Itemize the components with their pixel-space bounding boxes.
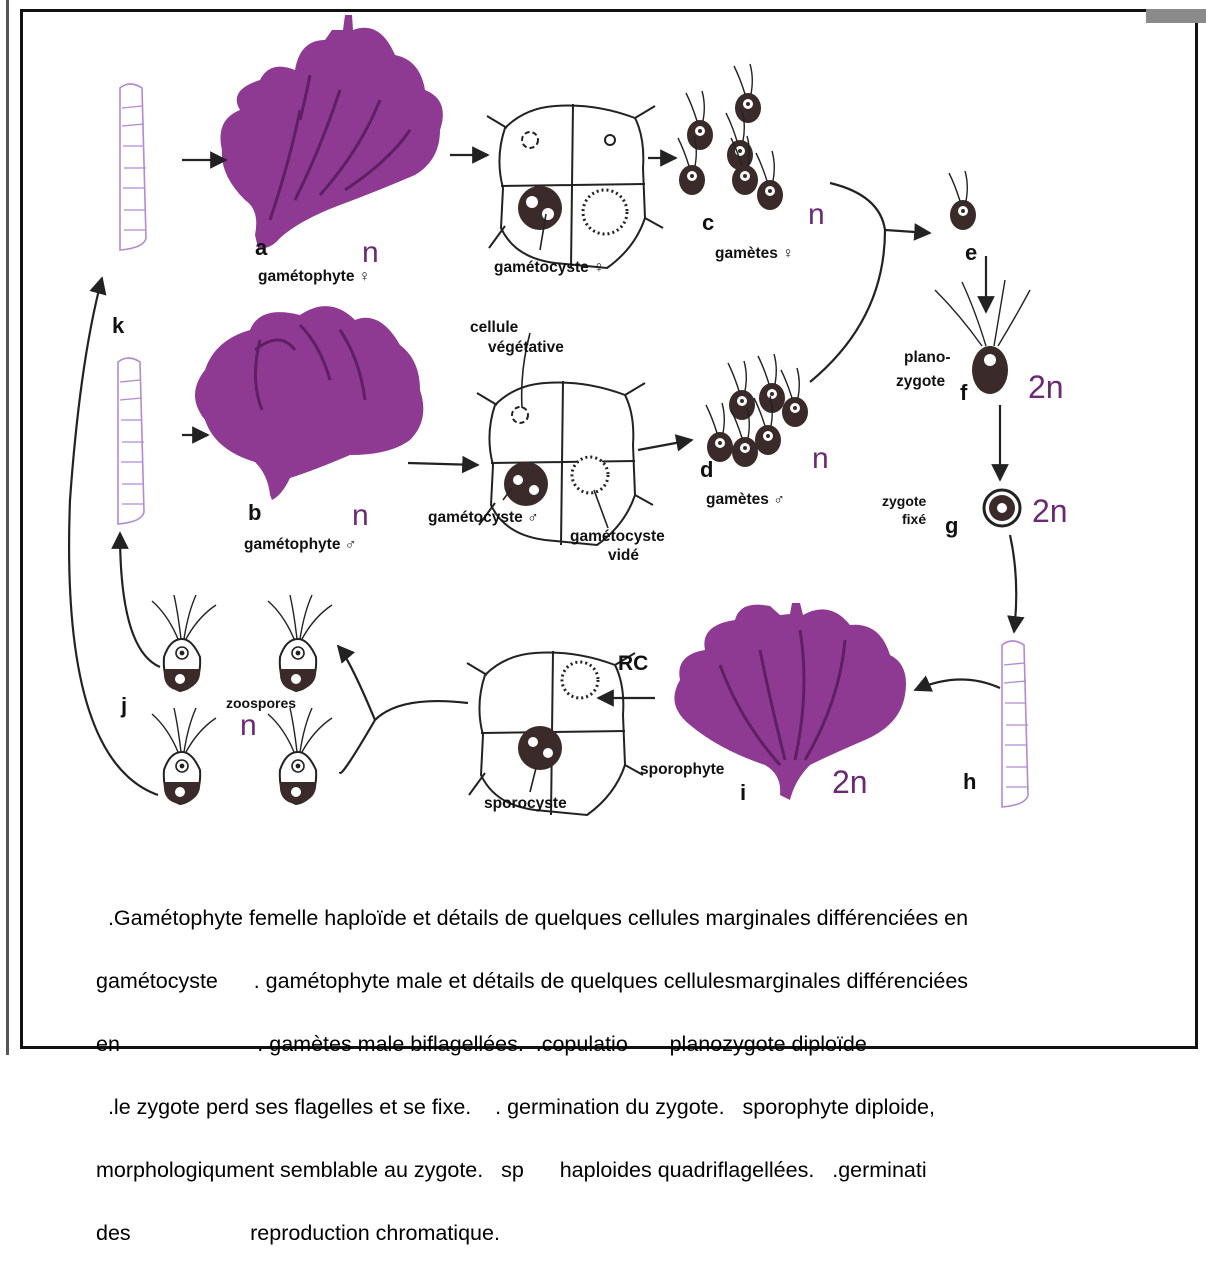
ploidy-a: n — [362, 236, 379, 269]
ploidy-c: n — [808, 198, 825, 231]
life-cycle-diagram: a b c d e f g h i j k RC gamétophyte ♀ g… — [0, 0, 1206, 860]
caption-line-2: gamétocyste . gamétophyte male et détail… — [96, 971, 1186, 992]
gametocyste-female-cells — [487, 104, 663, 268]
ploidy-f: 2n — [1028, 369, 1064, 405]
label-i: i — [740, 780, 746, 805]
caption-zygote-fixe-1: zygote — [882, 493, 927, 509]
label-f: f — [960, 380, 968, 405]
caption-sporophyte: sporophyte — [640, 761, 725, 778]
ploidy-g: 2n — [1032, 493, 1068, 529]
planozygote-cell — [935, 280, 1030, 394]
caption-zoospores: zoospores — [226, 695, 296, 711]
filament-germling-h — [1002, 641, 1028, 807]
caption-zygote-fixe-2: fixé — [902, 511, 926, 527]
ploidy-i: 2n — [832, 764, 868, 800]
caption-gametocyste-vide-2: vidé — [608, 547, 639, 564]
caption-planozygote-2: zygote — [896, 373, 945, 390]
caption-sporocyste: sporocyste — [484, 795, 567, 812]
filament-germling-top — [120, 84, 146, 250]
ploidy-d: n — [812, 442, 829, 475]
caption-planozygote-1: plano- — [904, 349, 951, 366]
zygote-fixe-cell — [984, 490, 1020, 526]
label-g: g — [945, 513, 958, 538]
copulation-gametes — [949, 171, 976, 230]
caption-gametophyte-male: gamétophyte ♂ — [244, 536, 356, 553]
caption-cellule-1: cellule — [470, 319, 519, 336]
gametes-female-group — [678, 64, 783, 210]
label-h: h — [963, 769, 976, 794]
label-k: k — [112, 313, 125, 338]
label-a: a — [255, 235, 268, 260]
caption-gametophyte-female: gamétophyte ♀ — [258, 268, 370, 285]
label-d: d — [700, 457, 713, 482]
label-e: e — [965, 240, 977, 265]
filament-germling-bottom — [118, 358, 144, 524]
caption-gametes-male: gamètes ♂ — [706, 491, 785, 508]
label-b: b — [248, 500, 261, 525]
ploidy-j: n — [240, 709, 257, 742]
caption-line-6: des reproduction chromatique. — [96, 1223, 1186, 1244]
caption-gametocyste-vide-1: gamétocyste — [570, 528, 665, 545]
caption-line-5: morphologiqument semblable au zygote. sp… — [96, 1160, 1186, 1181]
caption-gametocyste-male: gamétocyste ♂ — [428, 509, 539, 526]
caption-line-3: en . gamètes male biflagellées. .copulat… — [96, 1034, 1186, 1055]
ploidy-b: n — [352, 499, 369, 532]
caption-cellule-2: végétative — [488, 339, 564, 356]
label-rc: RC — [618, 652, 648, 675]
caption-line-4: .le zygote perd ses flagelles et se fixe… — [96, 1097, 1186, 1118]
caption-line-1: .Gamétophyte femelle haploïde et détails… — [96, 908, 1186, 929]
label-c: c — [702, 210, 714, 235]
gametes-male-group — [706, 354, 808, 467]
caption-gametocyste-female: gamétocyste ♀ — [494, 259, 605, 276]
gametophyte-female-thallus — [220, 15, 442, 248]
figure-caption: .Gamétophyte femelle haploïde et détails… — [96, 866, 1186, 1265]
label-j: j — [120, 693, 127, 718]
gametophyte-male-thallus — [195, 306, 423, 500]
caption-gametes-female: gamètes ♀ — [715, 245, 794, 262]
